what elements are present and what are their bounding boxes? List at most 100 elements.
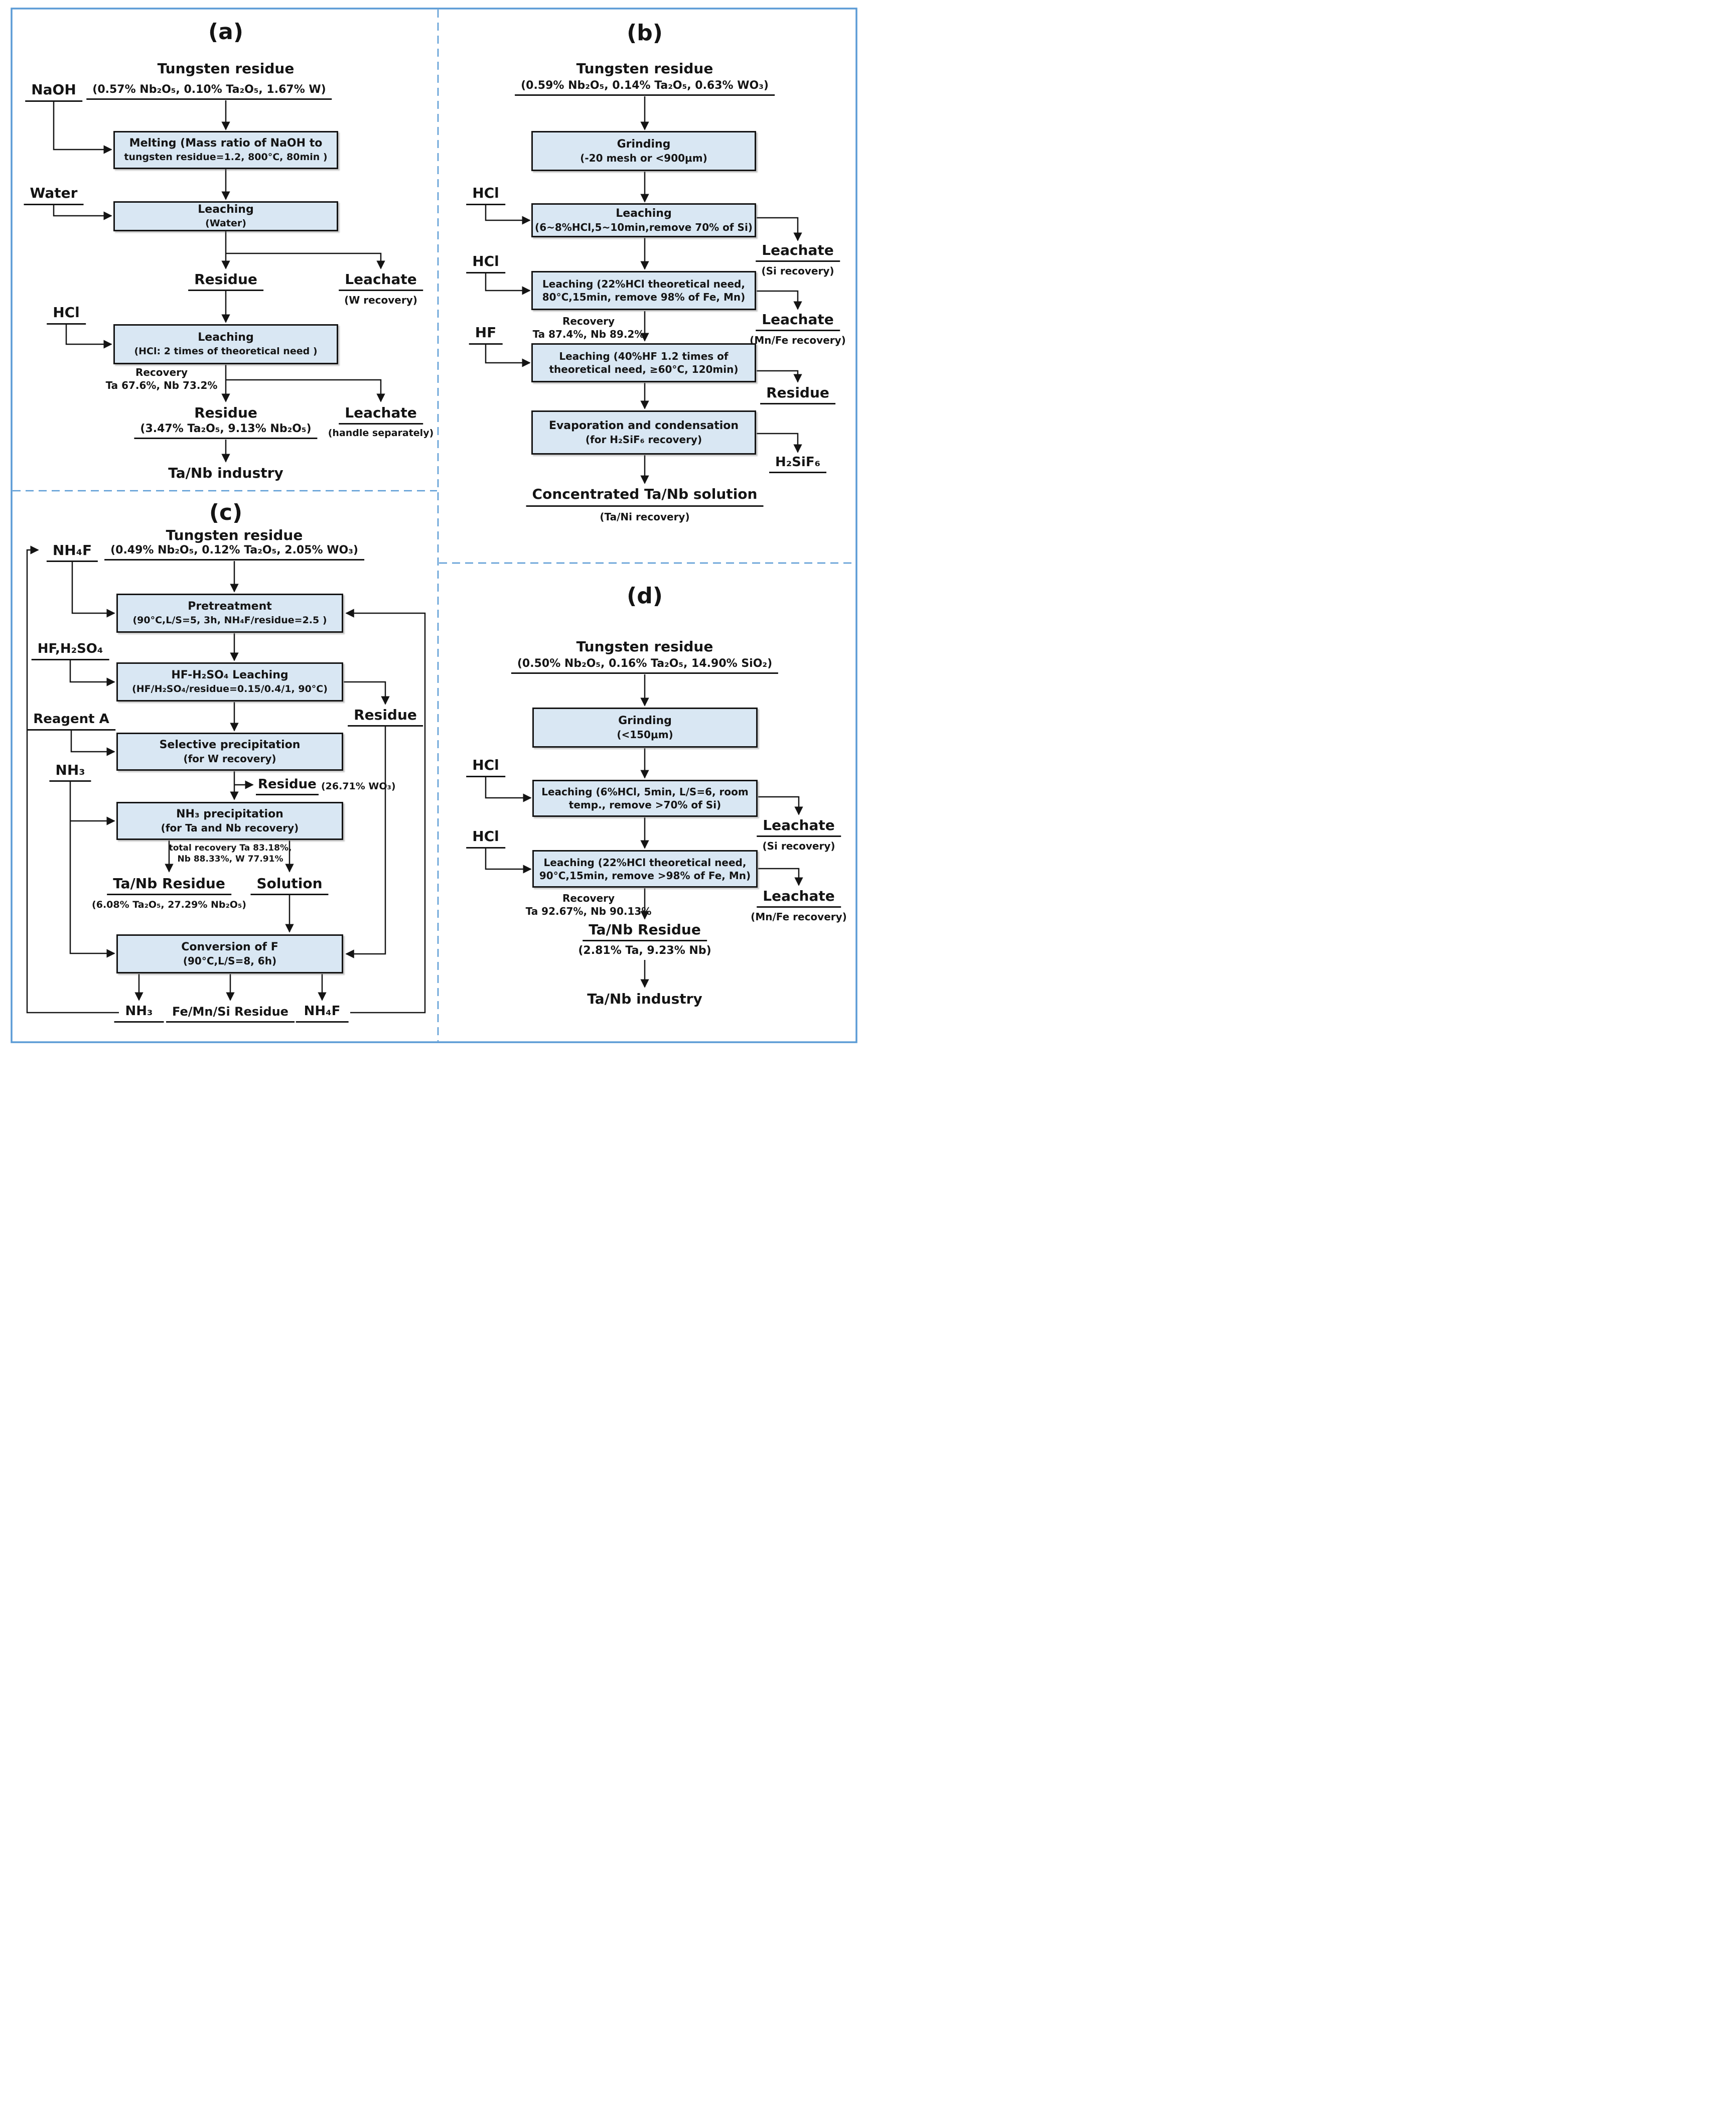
input-nh4f: NH₄F <box>46 542 98 562</box>
box-selective-precipitation: Selective precipitation (for W recovery) <box>116 733 343 771</box>
box-evaporation-line1: Evaporation and condensation <box>548 419 739 432</box>
box-pretreatment-line1: Pretreatment <box>188 600 272 613</box>
box-leaching-2-line1: Leaching (22%HCl theoretical need, <box>543 856 747 869</box>
box-leaching-3: Leaching (40%HF 1.2 times of theoretical… <box>531 343 756 382</box>
residue2-label: Residue <box>194 404 257 421</box>
box-grinding: Grinding (-20 mesh or <900μm) <box>531 131 756 171</box>
residue-w-composition: (26.71% WO₃) <box>321 781 396 792</box>
input-hf-h2so4: HF,H₂SO₄ <box>31 641 109 661</box>
residue-w-label: Residue <box>256 777 319 796</box>
box-leaching-3-line2: theoretical need, ≥60°C, 120min) <box>549 363 739 375</box>
input-hf: HF <box>469 324 503 345</box>
box-grinding: Grinding (<150μm) <box>532 708 758 748</box>
box-grinding-line2: (-20 mesh or <900μm) <box>580 152 707 165</box>
box-conversion-of-f-line1: Conversion of F <box>181 940 278 953</box>
feed-composition: (0.49% Nb₂O₅, 0.12% Ta₂O₅, 2.05% WO₃) <box>104 544 364 561</box>
input-water: Water <box>24 185 84 205</box>
recovery-note-line1: Recovery <box>135 366 188 378</box>
box-leaching-hcl-line2: (HCl: 2 times of theoretical need ) <box>134 345 318 357</box>
panel-c-title: (c) <box>209 500 243 525</box>
box-selective-precipitation-line1: Selective precipitation <box>159 738 301 751</box>
box-nh3-precipitation-line1: NH₃ precipitation <box>176 807 283 820</box>
box-leaching-2-line2: 80°C,15min, remove 98% of Fe, Mn) <box>542 291 746 303</box>
box-melting: Melting (Mass ratio of NaOH to tungsten … <box>113 131 338 169</box>
figure-flowchart: (a) Tungsten residue (0.57% Nb₂O₅, 0.10%… <box>0 0 868 1051</box>
box-leaching-1-line2: temp., remove >70% of Si) <box>568 799 721 811</box>
residue-label: Residue <box>188 271 263 291</box>
output-nh3: NH₃ <box>114 1004 164 1023</box>
box-nh3-precipitation-line2: (for Ta and Nb recovery) <box>161 822 299 834</box>
box-grinding-line1: Grinding <box>617 137 671 151</box>
residue-side-label: Residue <box>348 707 423 727</box>
box-melting-line1: Melting (Mass ratio of NaOH to <box>129 137 323 150</box>
final-output: Concentrated Ta/Nb solution <box>526 486 764 507</box>
total-recovery-line2: Nb 88.33%, W 77.91% <box>177 854 283 864</box>
solution-label: Solution <box>250 875 329 895</box>
total-recovery-line1: total recovery Ta 83.18%, <box>169 843 292 853</box>
box-leaching-1-line2: (6~8%HCl,5~10min,remove 70% of Si) <box>535 221 753 234</box>
recovery-note-line1: Recovery <box>562 315 615 327</box>
recovery-note-line2: Ta 87.4%, Nb 89.2% <box>532 328 645 340</box>
figure-frame <box>11 8 857 1043</box>
tanb-residue-composition: (2.81% Ta, 9.23% Nb) <box>578 944 711 957</box>
box-evaporation: Evaporation and condensation (for H₂SiF₆… <box>531 410 756 455</box>
box-leaching-water-line1: Leaching <box>198 203 254 216</box>
tanb-residue-label: Ta/Nb Residue <box>107 875 231 895</box>
box-grinding-line2: (<150μm) <box>617 729 673 741</box>
box-pretreatment-line2: (90°C,L/S=5, 3h, NH₄F/residue=2.5 ) <box>132 614 327 626</box>
input-naoh: NaOH <box>25 81 82 102</box>
box-selective-precipitation-line2: (for W recovery) <box>183 753 276 765</box>
leachate-1-label: Leachate <box>757 817 841 837</box>
box-conversion-of-f: Conversion of F (90°C,L/S=8, 6h) <box>116 934 343 973</box>
panel-d-connectors <box>485 674 803 988</box>
input-nh3: NH₃ <box>49 762 91 782</box>
box-leaching-water-line2: (Water) <box>205 217 246 229</box>
box-leaching-1: Leaching (6~8%HCl,5~10min,remove 70% of … <box>531 203 756 237</box>
feed-composition: (0.50% Nb₂O₅, 0.16% Ta₂O₅, 14.90% SiO₂) <box>511 657 779 674</box>
tanb-residue-composition: (6.08% Ta₂O₅, 27.29% Nb₂O₅) <box>92 899 246 910</box>
leachate-1-label: Leachate <box>756 242 840 262</box>
feed-composition: (0.59% Nb₂O₅, 0.14% Ta₂O₅, 0.63% WO₃) <box>515 79 775 96</box>
box-conversion-of-f-line2: (90°C,L/S=8, 6h) <box>183 955 277 967</box>
feed-label: Tungsten residue <box>576 638 713 655</box>
box-hf-h2so4-leaching: HF-H₂SO₄ Leaching (HF/H₂SO₄/residue=0.15… <box>116 662 343 702</box>
leachate-2-note: (Mn/Fe recovery) <box>750 334 846 346</box>
box-hf-h2so4-leaching-line1: HF-H₂SO₄ Leaching <box>171 669 288 682</box>
final-output: Ta/Nb industry <box>168 465 283 481</box>
box-leaching-2-line2: 90°C,15min, remove >98% of Fe, Mn) <box>539 869 751 882</box>
leachate-label: Leachate <box>339 271 423 291</box>
box-melting-line2: tungsten residue=1.2, 800°C, 80min ) <box>124 151 328 163</box>
input-hcl-2: HCl <box>466 828 505 849</box>
tanb-residue-label: Ta/Nb Residue <box>583 921 707 941</box>
feed-label: Tungsten residue <box>166 527 303 543</box>
input-hcl-1: HCl <box>466 757 505 777</box>
final-output-note: (Ta/Ni recovery) <box>600 511 690 523</box>
leachate-2-label: Leachate <box>757 888 841 908</box>
panel-a-title: (a) <box>208 19 243 45</box>
box-evaporation-line2: (for H₂SiF₆ recovery) <box>585 434 702 446</box>
box-leaching-3-line1: Leaching (40%HF 1.2 times of <box>559 350 729 362</box>
panel-d: (d) Tungsten residue (0.50% Nb₂O₅, 0.16%… <box>438 563 857 1043</box>
box-leaching-water: Leaching (Water) <box>113 201 338 231</box>
leachate2-note: (handle separately) <box>328 428 434 439</box>
box-pretreatment: Pretreatment (90°C,L/S=5, 3h, NH₄F/resid… <box>116 594 343 633</box>
leachate-2-label: Leachate <box>756 311 840 331</box>
panel-a-connectors <box>53 100 385 463</box>
input-hcl-2: HCl <box>466 253 505 273</box>
final-output: Ta/Nb industry <box>587 991 702 1007</box>
leachate-note: (W recovery) <box>344 294 417 306</box>
recovery-note-line2: Ta 67.6%, Nb 73.2% <box>105 379 218 391</box>
output-fe-mn-si-residue: Fe/Mn/Si Residue <box>166 1005 295 1023</box>
panel-b: (b) Tungsten residue (0.59% Nb₂O₅, 0.14%… <box>438 8 857 563</box>
panel-c-connectors <box>26 545 426 1014</box>
input-reagent-a: Reagent A <box>27 712 115 731</box>
box-leaching-1-line1: Leaching (6%HCl, 5min, L/S=6, room <box>541 786 749 798</box>
box-leaching-2-line1: Leaching (22%HCl theoretical need, <box>542 278 745 290</box>
input-hcl-1: HCl <box>466 185 505 205</box>
residue-label: Residue <box>760 384 835 404</box>
panel-d-title: (d) <box>627 583 663 609</box>
box-hf-h2so4-leaching-line2: (HF/H₂SO₄/residue=0.15/0.4/1, 90°C) <box>132 683 328 694</box>
panel-b-connectors <box>485 96 802 484</box>
leachate2-label: Leachate <box>339 404 423 425</box>
feed-label: Tungsten residue <box>576 60 713 77</box>
